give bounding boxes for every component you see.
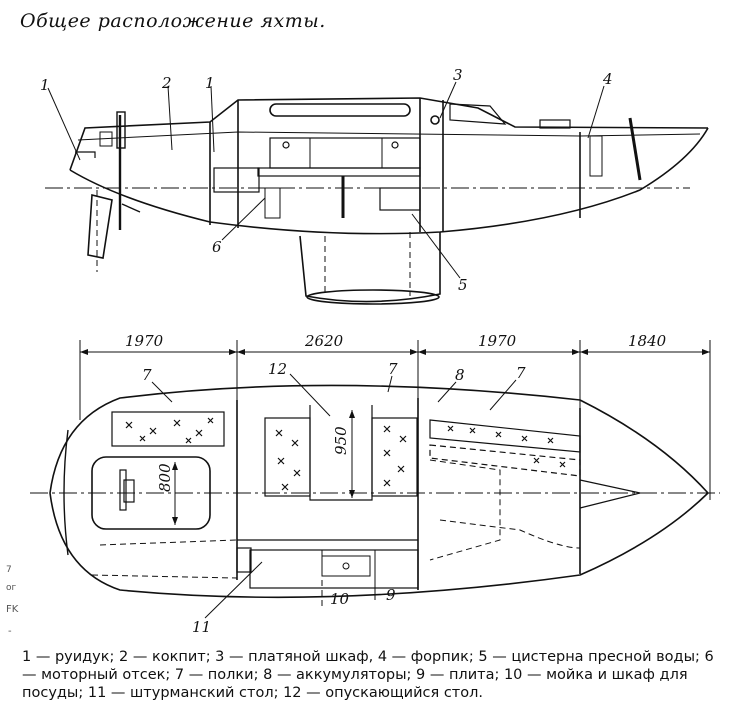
callout-8: 8 [455, 366, 465, 384]
callout-10: 10 [330, 590, 350, 608]
callout-7-aft: 7 [142, 366, 152, 384]
dimension-cockpit: 800 [156, 463, 174, 492]
rudder [87, 193, 113, 259]
forward-window [449, 103, 507, 125]
callout-6: 6 [212, 238, 222, 256]
hatch [539, 119, 571, 129]
keel-bulb [306, 289, 440, 305]
engine-box [213, 167, 260, 193]
callout-2: 2 [161, 74, 172, 92]
keel [299, 232, 441, 303]
callout-7-mid: 7 [388, 360, 398, 378]
shelf-aft [111, 411, 225, 447]
margin-mark-1: 7 [6, 565, 12, 575]
legend-caption: 1 — руидук; 2 — кокпит; 3 — платяной шка… [22, 649, 714, 701]
hull-bottom [69, 127, 709, 235]
dimension-table: 950 [332, 426, 350, 455]
deck-line [69, 97, 709, 171]
margin-mark-4: - [8, 626, 12, 637]
cockpit [91, 456, 211, 530]
callout-5: 5 [458, 276, 468, 294]
shelf-marks [125, 417, 566, 491]
callout-7-fwd: 7 [516, 364, 526, 382]
plan-view [30, 340, 720, 610]
callout-1-mid: 1 [205, 74, 215, 92]
side-view [45, 97, 709, 305]
callout-4: 4 [602, 70, 613, 88]
dimension-1: 1970 [125, 332, 164, 350]
page-title: Общее расположение яхты. [20, 10, 326, 32]
inner-deck [77, 131, 701, 141]
dimension-2: 2620 [304, 332, 344, 350]
margin-mark-2: ог [6, 583, 17, 593]
callout-11: 11 [192, 618, 211, 636]
dimension-3: 1970 [478, 332, 517, 350]
callout-12: 12 [268, 360, 287, 378]
settee-right [371, 417, 418, 497]
callout-1-left: 1 [40, 76, 50, 94]
dimension-4: 1840 [628, 332, 667, 350]
callout-3: 3 [453, 66, 463, 84]
margin-mark-3: FK [6, 604, 19, 615]
callout-9: 9 [386, 586, 396, 604]
cabin-window [269, 103, 411, 117]
drop-table [309, 405, 373, 501]
hull-plan [49, 384, 710, 599]
locker-knob [430, 115, 440, 125]
